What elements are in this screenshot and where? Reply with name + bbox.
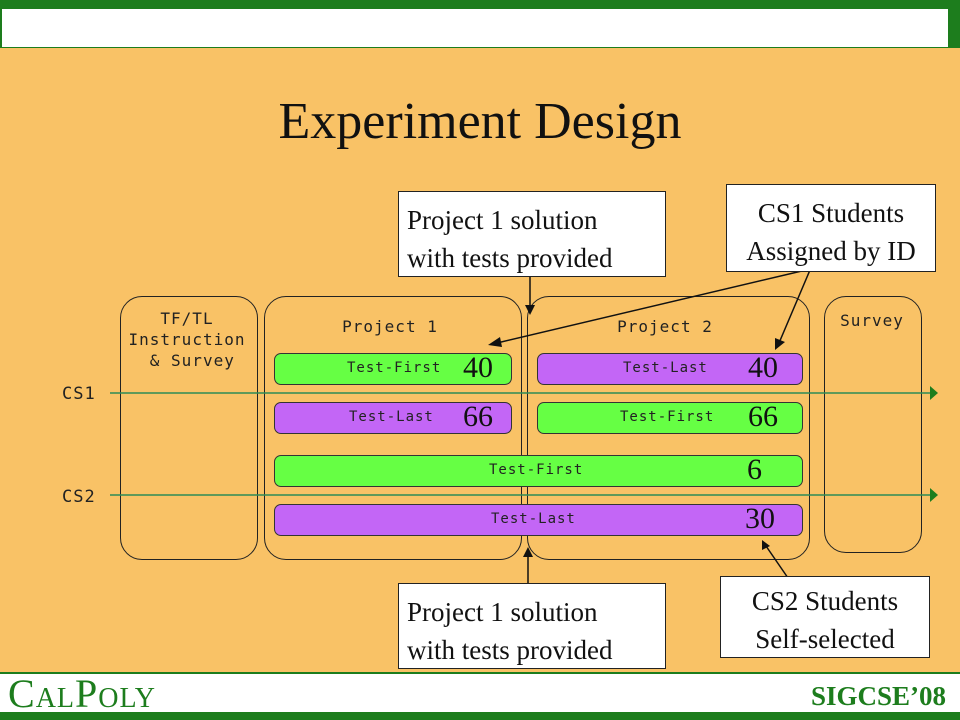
- bar-label: Test-Last: [491, 511, 576, 527]
- footer: [0, 674, 960, 714]
- cs2-row-label: CS2: [62, 487, 96, 507]
- callout-line: Self-selected: [755, 624, 895, 654]
- bar-count: 66: [748, 400, 778, 433]
- footer-accent-bar: [0, 712, 960, 720]
- cs2-timeline-arrowhead: [930, 488, 938, 502]
- callout-line: with tests provided: [407, 243, 613, 273]
- cs1-b-project1-bar: Test-Last 66: [274, 400, 512, 434]
- header-box: [0, 8, 949, 48]
- callout-line: CS1 Students: [757, 198, 905, 228]
- bar-count: 40: [463, 351, 493, 384]
- callout-line: CS2 Students: [751, 586, 899, 616]
- bottom-solution-callout: Project 1 solution with tests provided: [398, 583, 666, 669]
- cs2-a-bar: Test-First 6: [274, 453, 803, 487]
- cal-poly-logo: CALPOLY: [8, 671, 157, 716]
- instruction-column-label: TF/TL Instruction & Survey: [128, 309, 246, 370]
- cs1-id-arrow-to-project2: [778, 269, 811, 344]
- survey-column-label: Survey: [840, 311, 904, 330]
- project2-column-label: Project 2: [617, 317, 713, 336]
- cs1-b-project2-bar: Test-First 66: [537, 400, 803, 434]
- cs2-selected-arrow: [765, 545, 789, 579]
- conference-label: SIGCSE’08: [810, 681, 946, 711]
- bar-label: Test-Last: [623, 360, 708, 376]
- cs2-students-callout: CS2 Students Self-selected: [720, 576, 930, 658]
- bar-label: Test-First: [347, 360, 442, 376]
- bar-count: 30: [745, 502, 775, 535]
- instruction-column: [120, 296, 258, 560]
- cs1-a-project2-bar: Test-Last 40: [537, 351, 803, 385]
- cs1-id-arrowhead-project1: [488, 337, 502, 347]
- survey-column: [824, 296, 922, 553]
- cs1-id-arrowhead-project2: [775, 338, 785, 350]
- bar-label: Test-First: [620, 409, 715, 425]
- header-accent: [948, 0, 960, 48]
- slide-title: Experiment Design: [278, 93, 682, 150]
- cs2-b-bar: Test-Last 30: [274, 502, 803, 536]
- cs1-timeline-arrowhead: [930, 386, 938, 400]
- cs1-id-arrow-to-project1: [496, 269, 807, 344]
- bar-label: Test-Last: [349, 409, 434, 425]
- top-solution-arrowhead: [525, 305, 535, 315]
- callout-line: Project 1 solution: [407, 205, 598, 235]
- bar-count: 40: [748, 351, 778, 384]
- bottom-solution-arrowhead: [523, 547, 533, 557]
- bar-count: 6: [747, 453, 762, 486]
- cs2-selected-arrowhead: [762, 540, 770, 550]
- footer-divider: [0, 672, 960, 674]
- cs1-row-label: CS1: [62, 384, 96, 404]
- project1-column-label: Project 1: [342, 317, 438, 336]
- bar-count: 66: [463, 400, 493, 433]
- callout-line: Project 1 solution: [407, 597, 598, 627]
- cs1-a-project1-bar: Test-First 40: [274, 351, 512, 385]
- top-accent-bar: [0, 0, 960, 8]
- callout-line: Assigned by ID: [746, 236, 916, 266]
- callout-line: with tests provided: [407, 635, 613, 665]
- bar-label: Test-First: [489, 462, 584, 478]
- cs1-students-callout: CS1 Students Assigned by ID: [726, 184, 936, 272]
- top-solution-callout: Project 1 solution with tests provided: [398, 191, 666, 277]
